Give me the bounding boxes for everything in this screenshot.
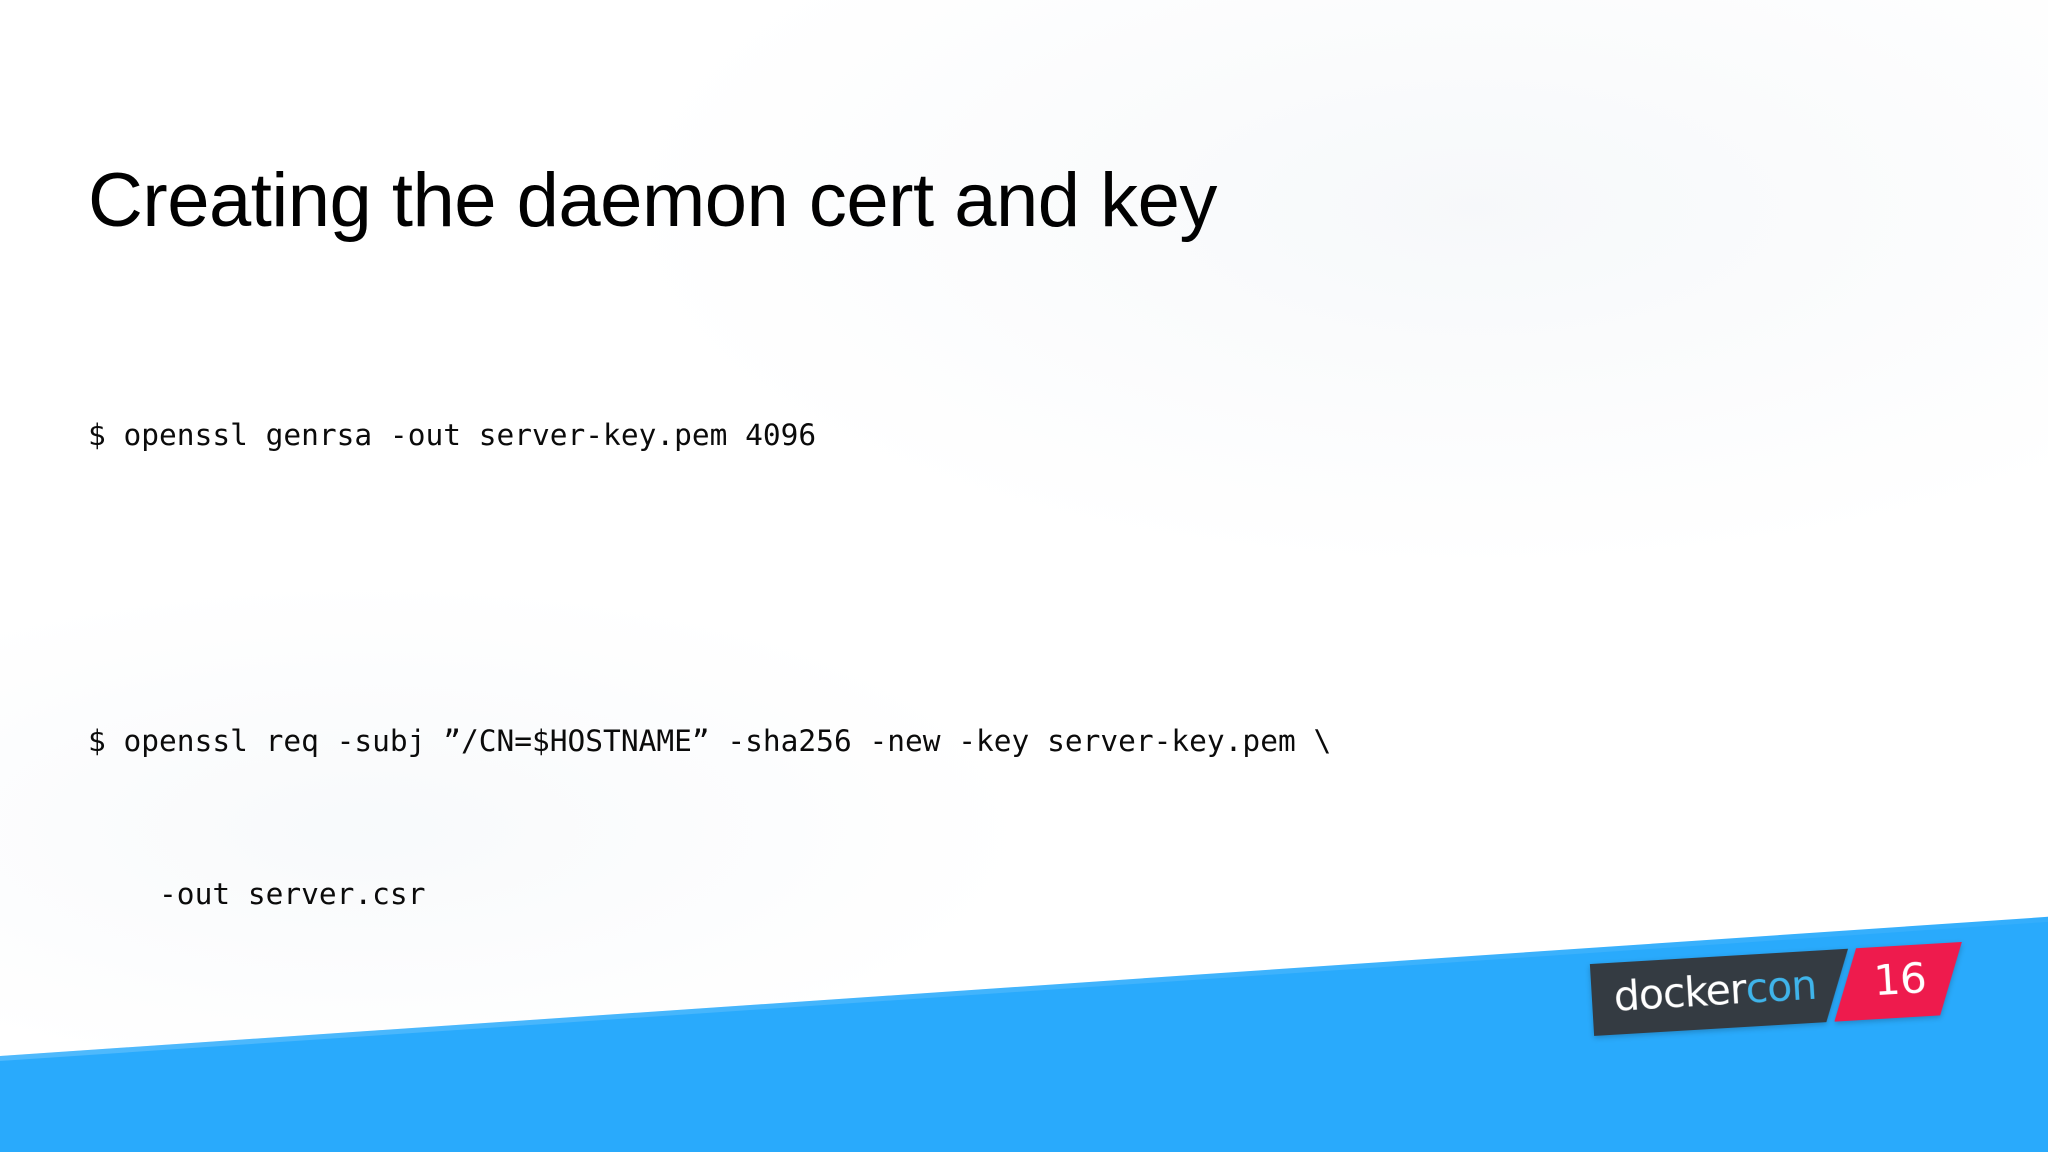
logo-con-text: con — [1744, 960, 1818, 1013]
dockercon-logo-year-badge: 16 — [1830, 942, 1966, 1022]
command-line: $ openssl genrsa -out server-key.pem 409… — [88, 418, 817, 452]
slide-title: Creating the daemon cert and key — [88, 157, 1217, 243]
command-line: -out server.csr — [88, 877, 426, 911]
command-line-spacer — [88, 563, 1331, 614]
command-listing: $ openssl genrsa -out server-key.pem 409… — [88, 308, 1331, 1152]
command-line: $ openssl req -subj ”/CN=$HOSTNAME” -sha… — [88, 724, 1332, 758]
logo-docker-text: docker — [1612, 964, 1748, 1021]
logo-year-text: 16 — [1872, 953, 1928, 1006]
